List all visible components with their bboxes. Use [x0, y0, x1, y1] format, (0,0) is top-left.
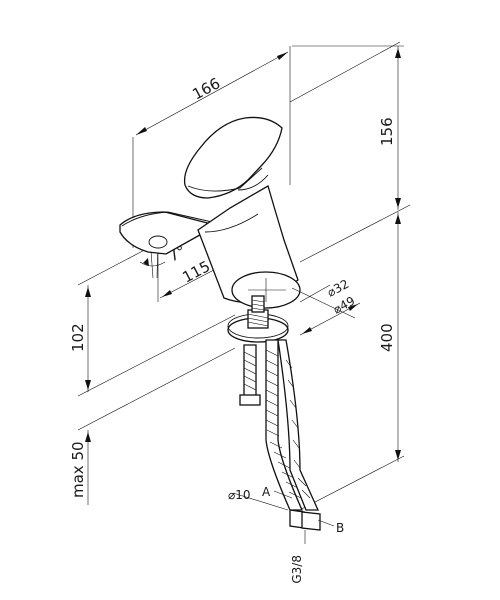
dimension-115-label: 115 — [179, 257, 213, 286]
dimension-156-label: 156 — [378, 117, 396, 146]
dimension-max-50: max 50 — [69, 347, 236, 505]
dimension-166-label: 166 — [189, 74, 223, 103]
thread-label: G3/8 — [290, 555, 304, 584]
braided-hoses — [239, 339, 321, 531]
hose-diameter-label: ⌀10 — [228, 488, 251, 502]
dimension-400: 400 — [289, 204, 411, 516]
dimension-102-label: 102 — [69, 323, 87, 352]
hose-a-label: A — [262, 485, 271, 499]
faucet-body — [119, 116, 301, 309]
fitting-b-nut — [301, 511, 321, 531]
dimension-max-50-label: max 50 — [69, 441, 87, 498]
dimension-diameters: ⌀32 ⌀49 — [291, 277, 361, 336]
mounting-hardware — [227, 295, 289, 343]
aerator — [148, 235, 168, 249]
dimension-156: 156 — [292, 45, 404, 210]
hose-annotations: ⌀10 A B G3/8 — [228, 485, 344, 584]
dimension-400-label: 400 — [378, 323, 396, 352]
hose-b-label: B — [336, 521, 344, 535]
lever-handle — [183, 116, 283, 199]
